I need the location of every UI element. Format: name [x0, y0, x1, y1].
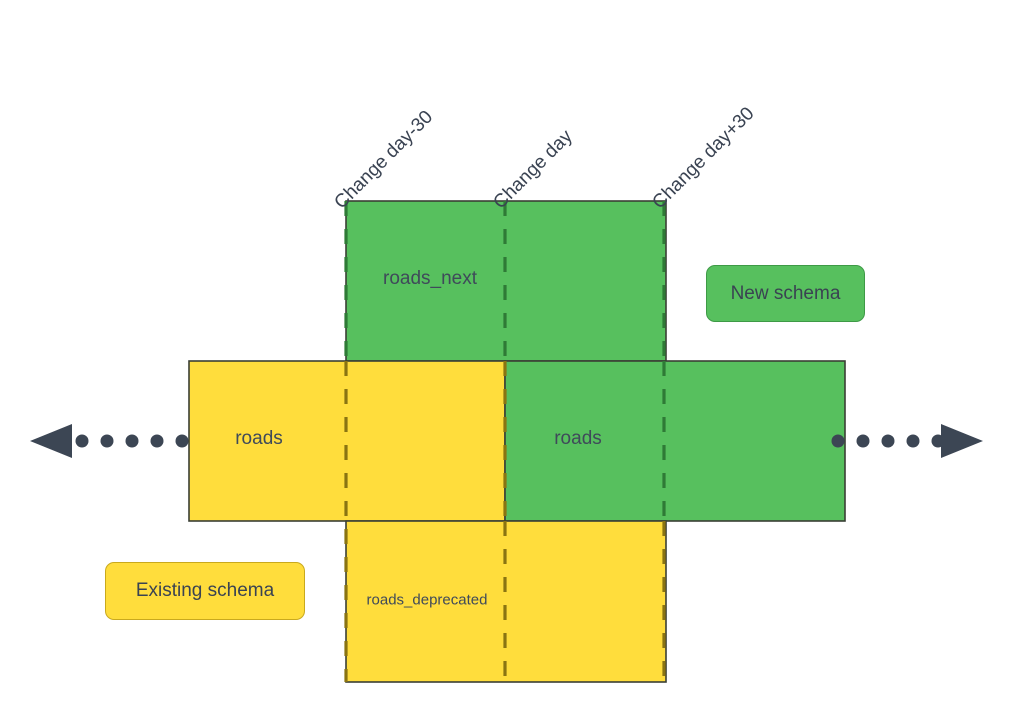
legend-existing-schema: Existing schema — [105, 562, 305, 620]
legend-new-schema: New schema — [706, 265, 865, 322]
legend-existing-schema-label: Existing schema — [135, 580, 275, 601]
block-roads-new — [504, 360, 846, 522]
block-roads-existing — [188, 360, 506, 522]
block-roads-next — [345, 200, 667, 362]
timeline-axis-left — [30, 424, 189, 458]
block-roads-deprecated — [345, 520, 667, 683]
timeline-axis-right — [831, 424, 983, 458]
legend-new-schema-label: New schema — [730, 282, 841, 304]
